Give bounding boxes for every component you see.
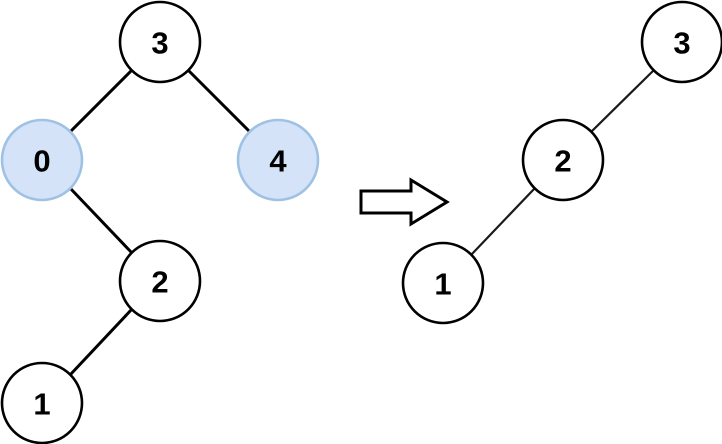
node-circle-4: [236, 118, 320, 202]
before-tree: 3 0 4 2 1: [0, 0, 320, 444]
before-node-2[interactable]: 2: [118, 239, 202, 323]
node-label-1-after: 1: [434, 267, 451, 302]
edge-0-to-2: [68, 186, 134, 255]
edge-3-to-4: [186, 68, 252, 134]
node-label-2: 2: [151, 265, 168, 300]
after-node-2[interactable]: 2: [521, 118, 605, 202]
after-tree: 3 2 1: [401, 0, 722, 325]
node-label-2-after: 2: [554, 144, 571, 179]
before-node-1[interactable]: 1: [0, 361, 84, 444]
node-circle-1-after: [401, 241, 485, 325]
node-label-4: 4: [269, 144, 287, 179]
node-label-1: 1: [33, 387, 50, 422]
node-circle-3-after: [640, 0, 722, 84]
before-node-3[interactable]: 3: [118, 0, 202, 84]
node-label-3: 3: [151, 26, 168, 61]
node-circle-1: [0, 361, 84, 444]
edge-2-to-3-after: [589, 68, 656, 134]
node-label-0: 0: [33, 144, 50, 179]
after-node-1[interactable]: 1: [401, 241, 485, 325]
node-circle-2-after: [521, 118, 605, 202]
edge-2-to-1: [68, 307, 134, 377]
after-node-3[interactable]: 3: [640, 0, 722, 84]
edge-3-to-0: [68, 68, 134, 134]
before-node-4[interactable]: 4: [236, 118, 320, 202]
node-circle-3: [118, 0, 202, 84]
node-circle-2: [118, 239, 202, 323]
edge-1-to-2-after: [469, 186, 537, 257]
after-tree-edges: [469, 68, 656, 257]
transform-arrow-icon: [359, 177, 450, 227]
node-label-3-after: 3: [673, 26, 690, 61]
before-node-0[interactable]: 0: [0, 118, 84, 202]
before-tree-edges: [68, 68, 252, 377]
node-circle-0: [0, 118, 84, 202]
